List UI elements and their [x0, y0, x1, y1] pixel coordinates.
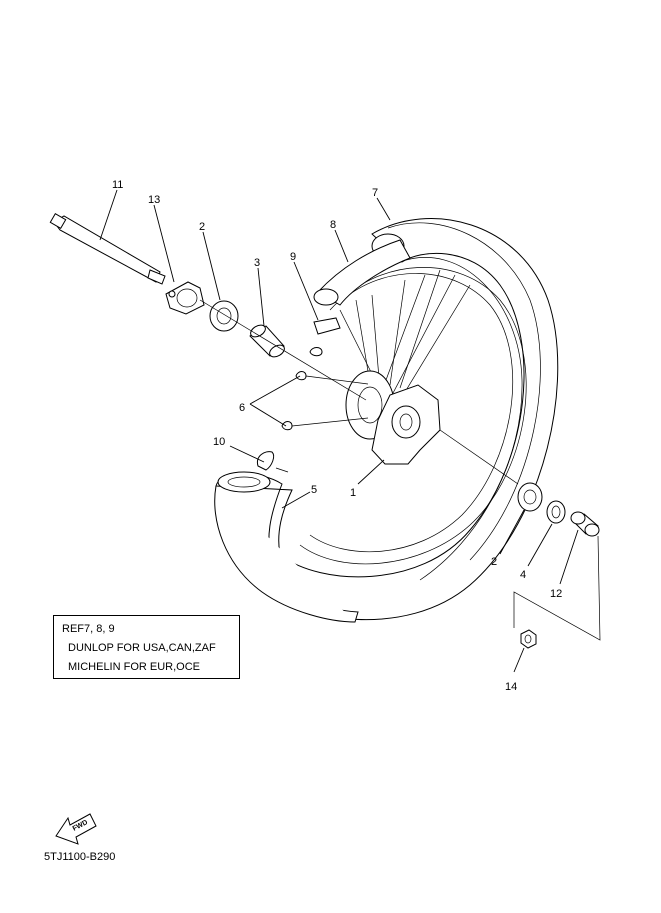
callout-11: 11: [112, 179, 123, 191]
fwd-arrow-icon: FWD: [55, 813, 97, 845]
callout-4: 4: [520, 569, 526, 581]
callout-5: 5: [311, 484, 317, 496]
axle: [49, 212, 166, 285]
spacer: [249, 324, 285, 358]
callout-6: 6: [239, 402, 245, 414]
diagram-code: 5TJ1100-B290: [44, 851, 116, 863]
leader-lines: [99, 189, 579, 673]
callout-10: 10: [213, 436, 225, 448]
callout-8: 8: [330, 219, 336, 231]
callout-7: 7: [372, 187, 378, 199]
callout-13: 13: [148, 194, 160, 206]
callout-3: 3: [254, 257, 260, 269]
callout-14: 14: [505, 681, 517, 693]
oil-seal: [546, 500, 566, 524]
collar: [165, 281, 205, 315]
callout-2-left: 2: [199, 221, 205, 233]
collar-right: [570, 511, 600, 537]
hub: [345, 370, 441, 465]
callout-2-right: 2: [491, 556, 497, 568]
valve: [256, 451, 289, 473]
rim-band: [313, 239, 411, 306]
bearing-right: [517, 482, 543, 512]
callout-9: 9: [290, 251, 296, 263]
reference-note-line-1: REF7, 8, 9: [62, 623, 115, 635]
reference-note-line-2: DUNLOP FOR USA,CAN,ZAF: [68, 642, 216, 654]
callout-12: 12: [550, 588, 562, 600]
reference-note: REF7, 8, 9 DUNLOP FOR USA,CAN,ZAF MICHEL…: [53, 615, 240, 679]
reference-note-line-3: MICHELIN FOR EUR,OCE: [68, 661, 201, 673]
callout-1: 1: [350, 487, 356, 499]
bolts: [281, 347, 369, 431]
axis-lines: [199, 299, 601, 641]
rim: [299, 267, 527, 565]
nut: [520, 629, 537, 649]
valve-strap: [313, 317, 341, 335]
tube: [214, 471, 359, 623]
bearing-left: [209, 300, 239, 332]
